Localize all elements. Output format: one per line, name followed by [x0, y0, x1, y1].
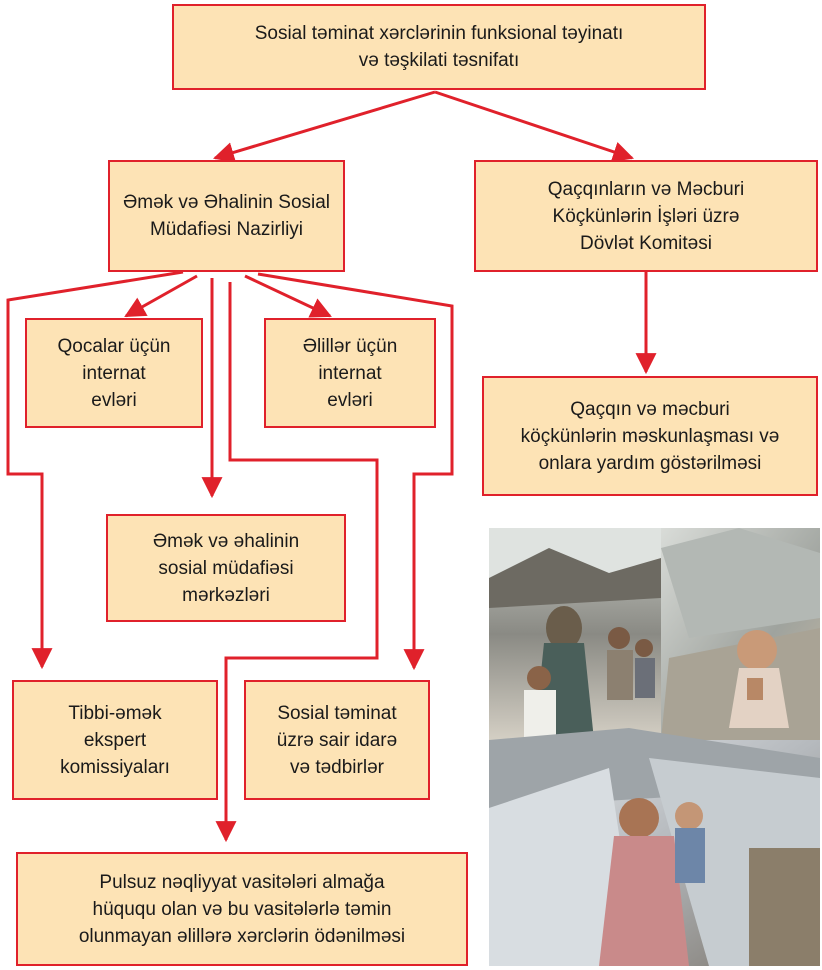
- elderly-homes-box-label: Qocalar üçün internat evləri: [57, 335, 171, 411]
- committee-box-label: Qaçqınların və Məcburi Köçkünlərin İşlər…: [547, 178, 745, 254]
- transport-compensation-box-label: Pulsuz nəqliyyat vasitələri almağa hüquq…: [78, 871, 406, 947]
- arrow-ministry-to-other: [257, 272, 454, 671]
- committee-box: Qaçqınların və Məcburi Köçkünlərin İşlər…: [474, 160, 818, 272]
- disabled-homes-box-label: Əlillər üçün internat evləri: [302, 335, 398, 411]
- elderly-homes-box: Qocalar üçün internat evləri: [25, 318, 203, 428]
- disabled-homes-box: Əlillər üçün internat evləri: [264, 318, 436, 428]
- social-centers-box: Əmək və əhalinin sosial müdafiəsi mərkəz…: [106, 514, 346, 622]
- arrow-ministry-to-elderly: [124, 274, 198, 318]
- medical-commissions-box-label: Tibbi-əmək ekspert komissiyaları: [60, 702, 170, 778]
- arrow-ministry-to-transport: [215, 282, 379, 843]
- ministry-box: Əmək və Əhalinin Sosial Müdafiəsi Nazirl…: [108, 160, 345, 272]
- transport-compensation-box: Pulsuz nəqliyyat vasitələri almağa hüquq…: [16, 852, 468, 966]
- arrow-root-to-ministry: [212, 90, 436, 163]
- other-institutions-box-label: Sosial təminat üzrə sair idarə və tədbir…: [276, 702, 398, 778]
- other-institutions-box: Sosial təminat üzrə sair idarə və tədbir…: [244, 680, 430, 800]
- medical-commissions-box: Tibbi-əmək ekspert komissiyaları: [12, 680, 218, 800]
- arrow-ministry-to-disabled: [244, 274, 332, 318]
- refugee-camp-photo-collage: [489, 528, 820, 966]
- root-box: Sosial təminat xərclərinin funksional tə…: [172, 4, 706, 90]
- refugees-support-box: Qaçqın və məcburi köçkünlərin məskunlaşm…: [482, 376, 818, 496]
- photo-collage-image: [489, 528, 820, 966]
- ministry-box-label: Əmək və Əhalinin Sosial Müdafiəsi Nazirl…: [122, 192, 331, 240]
- arrow-ministry-to-medical: [6, 270, 184, 670]
- root-box-label: Sosial təminat xərclərinin funksional tə…: [254, 23, 624, 71]
- arrow-root-to-committee: [434, 90, 634, 162]
- social-centers-box-label: Əmək və əhalinin sosial müdafiəsi mərkəz…: [152, 530, 300, 606]
- refugees-support-box-label: Qaçqın və məcburi köçkünlərin məskunlaşm…: [520, 398, 780, 474]
